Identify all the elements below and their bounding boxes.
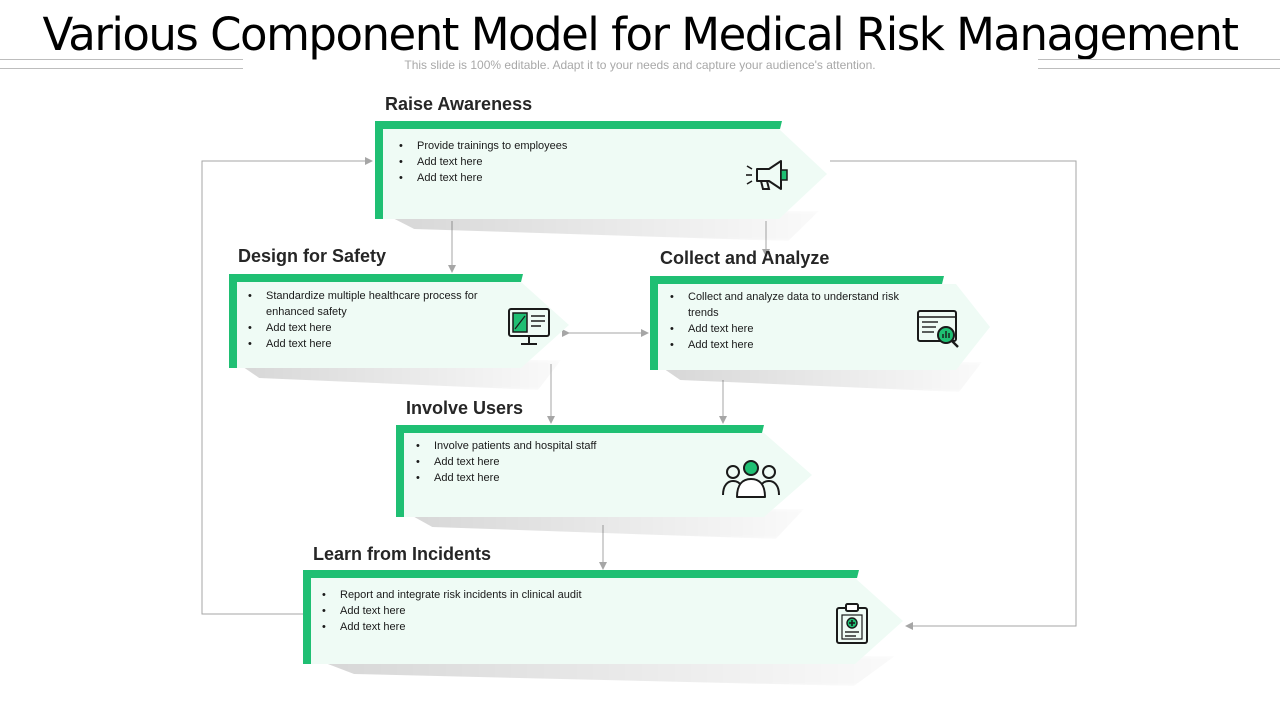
bullet-list: Standardize multiple healthcare process … [248,288,510,352]
list-item: Add text here [416,470,706,486]
component-learn-from-incidents: Report and integrate risk incidents in c… [303,570,903,686]
list-item: Report and integrate risk incidents in c… [322,587,742,603]
list-item: Add text here [399,154,729,170]
heading-collect-and-analyze: Collect and Analyze [660,248,830,268]
bullet-list: Report and integrate risk incidents in c… [322,587,742,635]
connector-raise-to-learn [830,160,1077,630]
heading-raise-awareness: Raise Awareness [385,94,533,114]
title-rule-left-lower [0,68,243,69]
list-item: Involve patients and hospital staff [416,438,706,454]
monitor-icon [508,308,550,345]
heading-design-for-safety: Design for Safety [238,246,387,266]
list-item: Add text here [670,337,910,353]
list-item: Add text here [416,454,706,470]
title-rule-left [0,59,243,60]
component-design-for-safety: Standardize multiple healthcare process … [229,274,569,390]
component-involve-users: Involve patients and hospital staff Add … [396,425,812,539]
bullet-list: Collect and analyze data to understand r… [670,289,910,353]
title-rule-right-lower [1038,68,1280,69]
list-item: Collect and analyze data to understand r… [670,289,910,321]
heading-learn-from-incidents: Learn from Incidents [313,544,492,564]
list-item: Add text here [248,320,510,336]
list-item: Add text here [322,619,742,635]
component-raise-awareness: Provide trainings to employees Add text … [375,121,827,241]
clipboard-medical-icon [836,603,868,644]
list-item: Provide trainings to employees [399,138,729,154]
slide-subtitle: This slide is 100% editable. Adapt it to… [404,58,876,72]
slide-title: Various Component Model for Medical Risk… [42,8,1239,61]
list-item: Add text here [670,321,910,337]
title-rule-right [1038,59,1280,60]
users-group-icon [722,460,780,498]
list-item: Add text here [322,603,742,619]
heading-involve-users: Involve Users [406,398,524,418]
component-collect-and-analyze: Collect and analyze data to understand r… [650,276,990,392]
connector-learn-to-raise [201,157,373,615]
list-item: Add text here [399,170,729,186]
list-item: Add text here [248,336,510,352]
list-item: Standardize multiple healthcare process … [248,288,510,320]
megaphone-icon [746,160,788,190]
bullet-list: Involve patients and hospital staff Add … [416,438,706,486]
data-analysis-icon [917,310,959,348]
bullet-list: Provide trainings to employees Add text … [399,138,729,186]
